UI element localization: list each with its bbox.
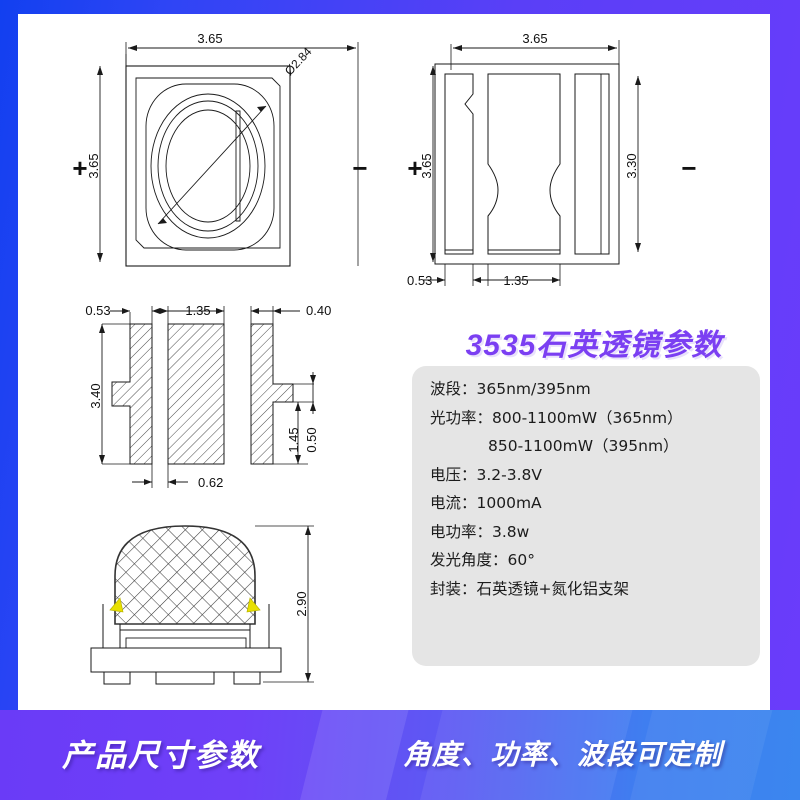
white-content-card: 3.65 3.65 Ø2.84 + − (18, 14, 770, 710)
top-view-drawing: 3.65 3.65 Ø2.84 + − (72, 31, 368, 267)
top-view-width-dim: 3.65 (197, 31, 222, 46)
bottom-banner: 产品尺寸参数 角度、功率、波段可定制 (0, 710, 800, 800)
section-left-pad-dim: 0.53 (85, 303, 110, 318)
side-view-drawing: 2.90 (90, 525, 314, 685)
section-gap-dim: 0.62 (198, 475, 223, 490)
section-notch-dim: 0.50 (304, 427, 319, 452)
cross-section-drawing: 0.53 1.35 0.40 3.40 1.45 0.50 0.62 (85, 303, 331, 490)
section-step-dim: 1.45 (286, 427, 301, 452)
section-total-height-dim: 3.40 (88, 383, 103, 408)
bottom-view-inner-height-dim: 3.30 (624, 153, 639, 178)
side-view-height-dim: 2.90 (294, 591, 309, 616)
bottom-view-drawing: 3.65 3.65 3.30 0.53 1.35 + − (407, 31, 697, 288)
spec-item-wavelength: 波段：365nm/395nm (430, 380, 591, 398)
bottom-view-pad-center-dim: 1.35 (503, 273, 528, 288)
bottom-view-anode-mark: + (407, 153, 422, 183)
section-center-pad-dim: 1.35 (185, 303, 210, 318)
spec-item-electrical-power: 电功率：3.8w (430, 522, 530, 541)
top-view-cathode-mark: − (352, 153, 367, 183)
banner-right-text: 角度、功率、波段可定制 (403, 739, 723, 770)
technical-drawings-area: 3.65 3.65 Ø2.84 + − (18, 14, 770, 710)
spec-item-optical-power-alt: 850-1100mW（395nm） (488, 437, 679, 455)
spec-item-current: 电流：1000mA (430, 494, 542, 512)
bottom-view-width-dim: 3.65 (522, 31, 547, 46)
bottom-view-pad-left-dim: 0.53 (407, 273, 432, 288)
spec-item-beam-angle: 发光角度：60° (430, 551, 535, 569)
spec-item-optical-power: 光功率：800-1100mW（365nm） (430, 408, 683, 427)
top-view-anode-mark: + (72, 153, 87, 183)
spec-item-voltage: 电压：3.2-3.8V (430, 465, 542, 484)
top-view-diameter-dim: Ø2.84 (282, 44, 315, 78)
spec-panel: 波段：365nm/395nm 光功率：800-1100mW（365nm） 850… (412, 366, 760, 666)
bottom-view-cathode-mark: − (681, 153, 696, 183)
section-right-pad-dim: 0.40 (306, 303, 331, 318)
banner-left-text: 产品尺寸参数 (62, 738, 260, 773)
bottom-view-height-dim: 3.65 (419, 153, 434, 178)
spec-list: 波段：365nm/395nm 光功率：800-1100mW（365nm） 850… (412, 380, 760, 598)
spec-panel-title: 3535石英透镜参数 (465, 329, 723, 362)
spec-item-package: 封装：石英透镜+氮化铝支架 (430, 579, 629, 598)
banner-stripe-1 (292, 710, 414, 800)
top-view-height-dim: 3.65 (86, 153, 101, 178)
